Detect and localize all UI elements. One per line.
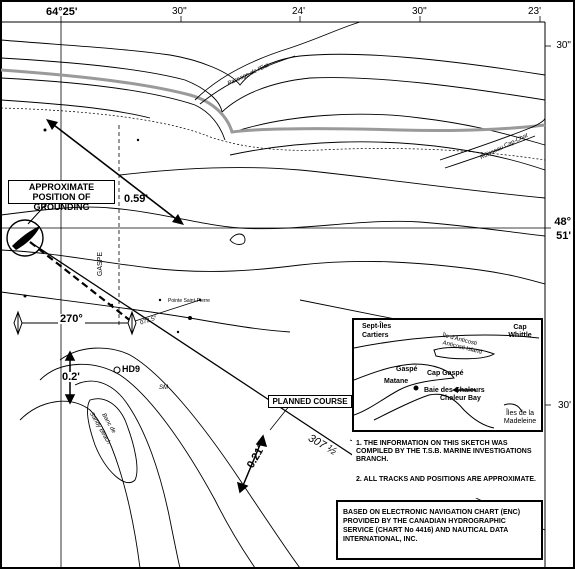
tick-right-3: 51' [556,230,571,242]
inset-place: Chaleur Bay [440,395,481,402]
shoreline-gray [0,68,546,134]
tick-top-1: 64°25' [46,6,78,18]
distance-059-label: 0.59' [124,193,149,205]
inset-place: Îles de la Madeleine [503,410,537,425]
bearing-270-label: 270° [58,313,85,325]
arrowhead-059-top [46,119,58,130]
tick-top-5: 23' [528,6,542,17]
hd9-buoy [113,366,121,374]
point-label: Pointe Saint-Pierre [168,298,210,304]
inset-place: Baie des Chaleurs [424,387,485,394]
rivers [194,21,546,169]
gaspe-vertical-label: GASPE [97,252,104,277]
notes-block: 1. THE INFORMATION ON THIS SKETCH WAS CO… [352,432,539,498]
inset-place: Gaspé [396,366,418,373]
inset-place: Cartiers [362,332,389,339]
tick-top-4: 30" [412,6,427,17]
grounding-pointer [27,199,51,225]
grounding-label: APPROXIMATE POSITION OF GROUNDING [28,182,95,212]
distance-02-label: 0.2' [62,371,80,383]
border-ticks [60,16,551,406]
ship-icon [12,226,40,250]
enc-source-text: BASED ON ELECTRONIC NAVIGATION CHART (EN… [343,509,521,543]
course-line-small [131,299,201,323]
planned-course-line [29,241,361,461]
planned-course-leader [269,404,291,431]
tick-top-3: 24' [292,6,306,17]
inset-place: Cap Gaspé [427,370,464,377]
tick-right-1: 30" [556,40,571,51]
sm-label: SM [159,385,168,391]
inset-coastlines [354,334,540,429]
diamond-marker-left [13,310,23,336]
planned-course-box: PLANNED COURSE [268,395,352,408]
diamond-marker-right [127,310,137,336]
inset-place: Matane [384,378,409,385]
note-1: 1. THE INFORMATION ON THIS SKETCH WAS CO… [356,440,532,463]
hd9-label: HD9 [122,364,141,374]
enc-source-box: BASED ON ELECTRONIC NAVIGATION CHART (EN… [336,500,543,560]
planned-course-label: PLANNED COURSE [272,397,348,406]
arrowhead-059-bottom [172,214,184,225]
note-2: 2. ALL TRACKS AND POSITIONS ARE APPROXIM… [356,476,536,483]
sounding-marks [23,128,202,334]
grounding-label-box: APPROXIMATE POSITION OF GROUNDING [8,180,115,212]
inset-place: Sept-Îles [362,323,392,330]
tick-right-2: 48° [554,216,571,228]
distance-021-arrows [236,434,268,494]
inset-place: Cap Whittle [508,324,532,339]
tick-top-2: 30" [172,6,187,17]
inset-map: Sept-Îles Cartiers Île d'Anticosti Antic… [352,318,543,432]
track-dotted [0,107,546,161]
distance-059-arrow [49,121,181,223]
grounding-circle [6,219,44,257]
tick-right-4: 30' [557,400,571,411]
